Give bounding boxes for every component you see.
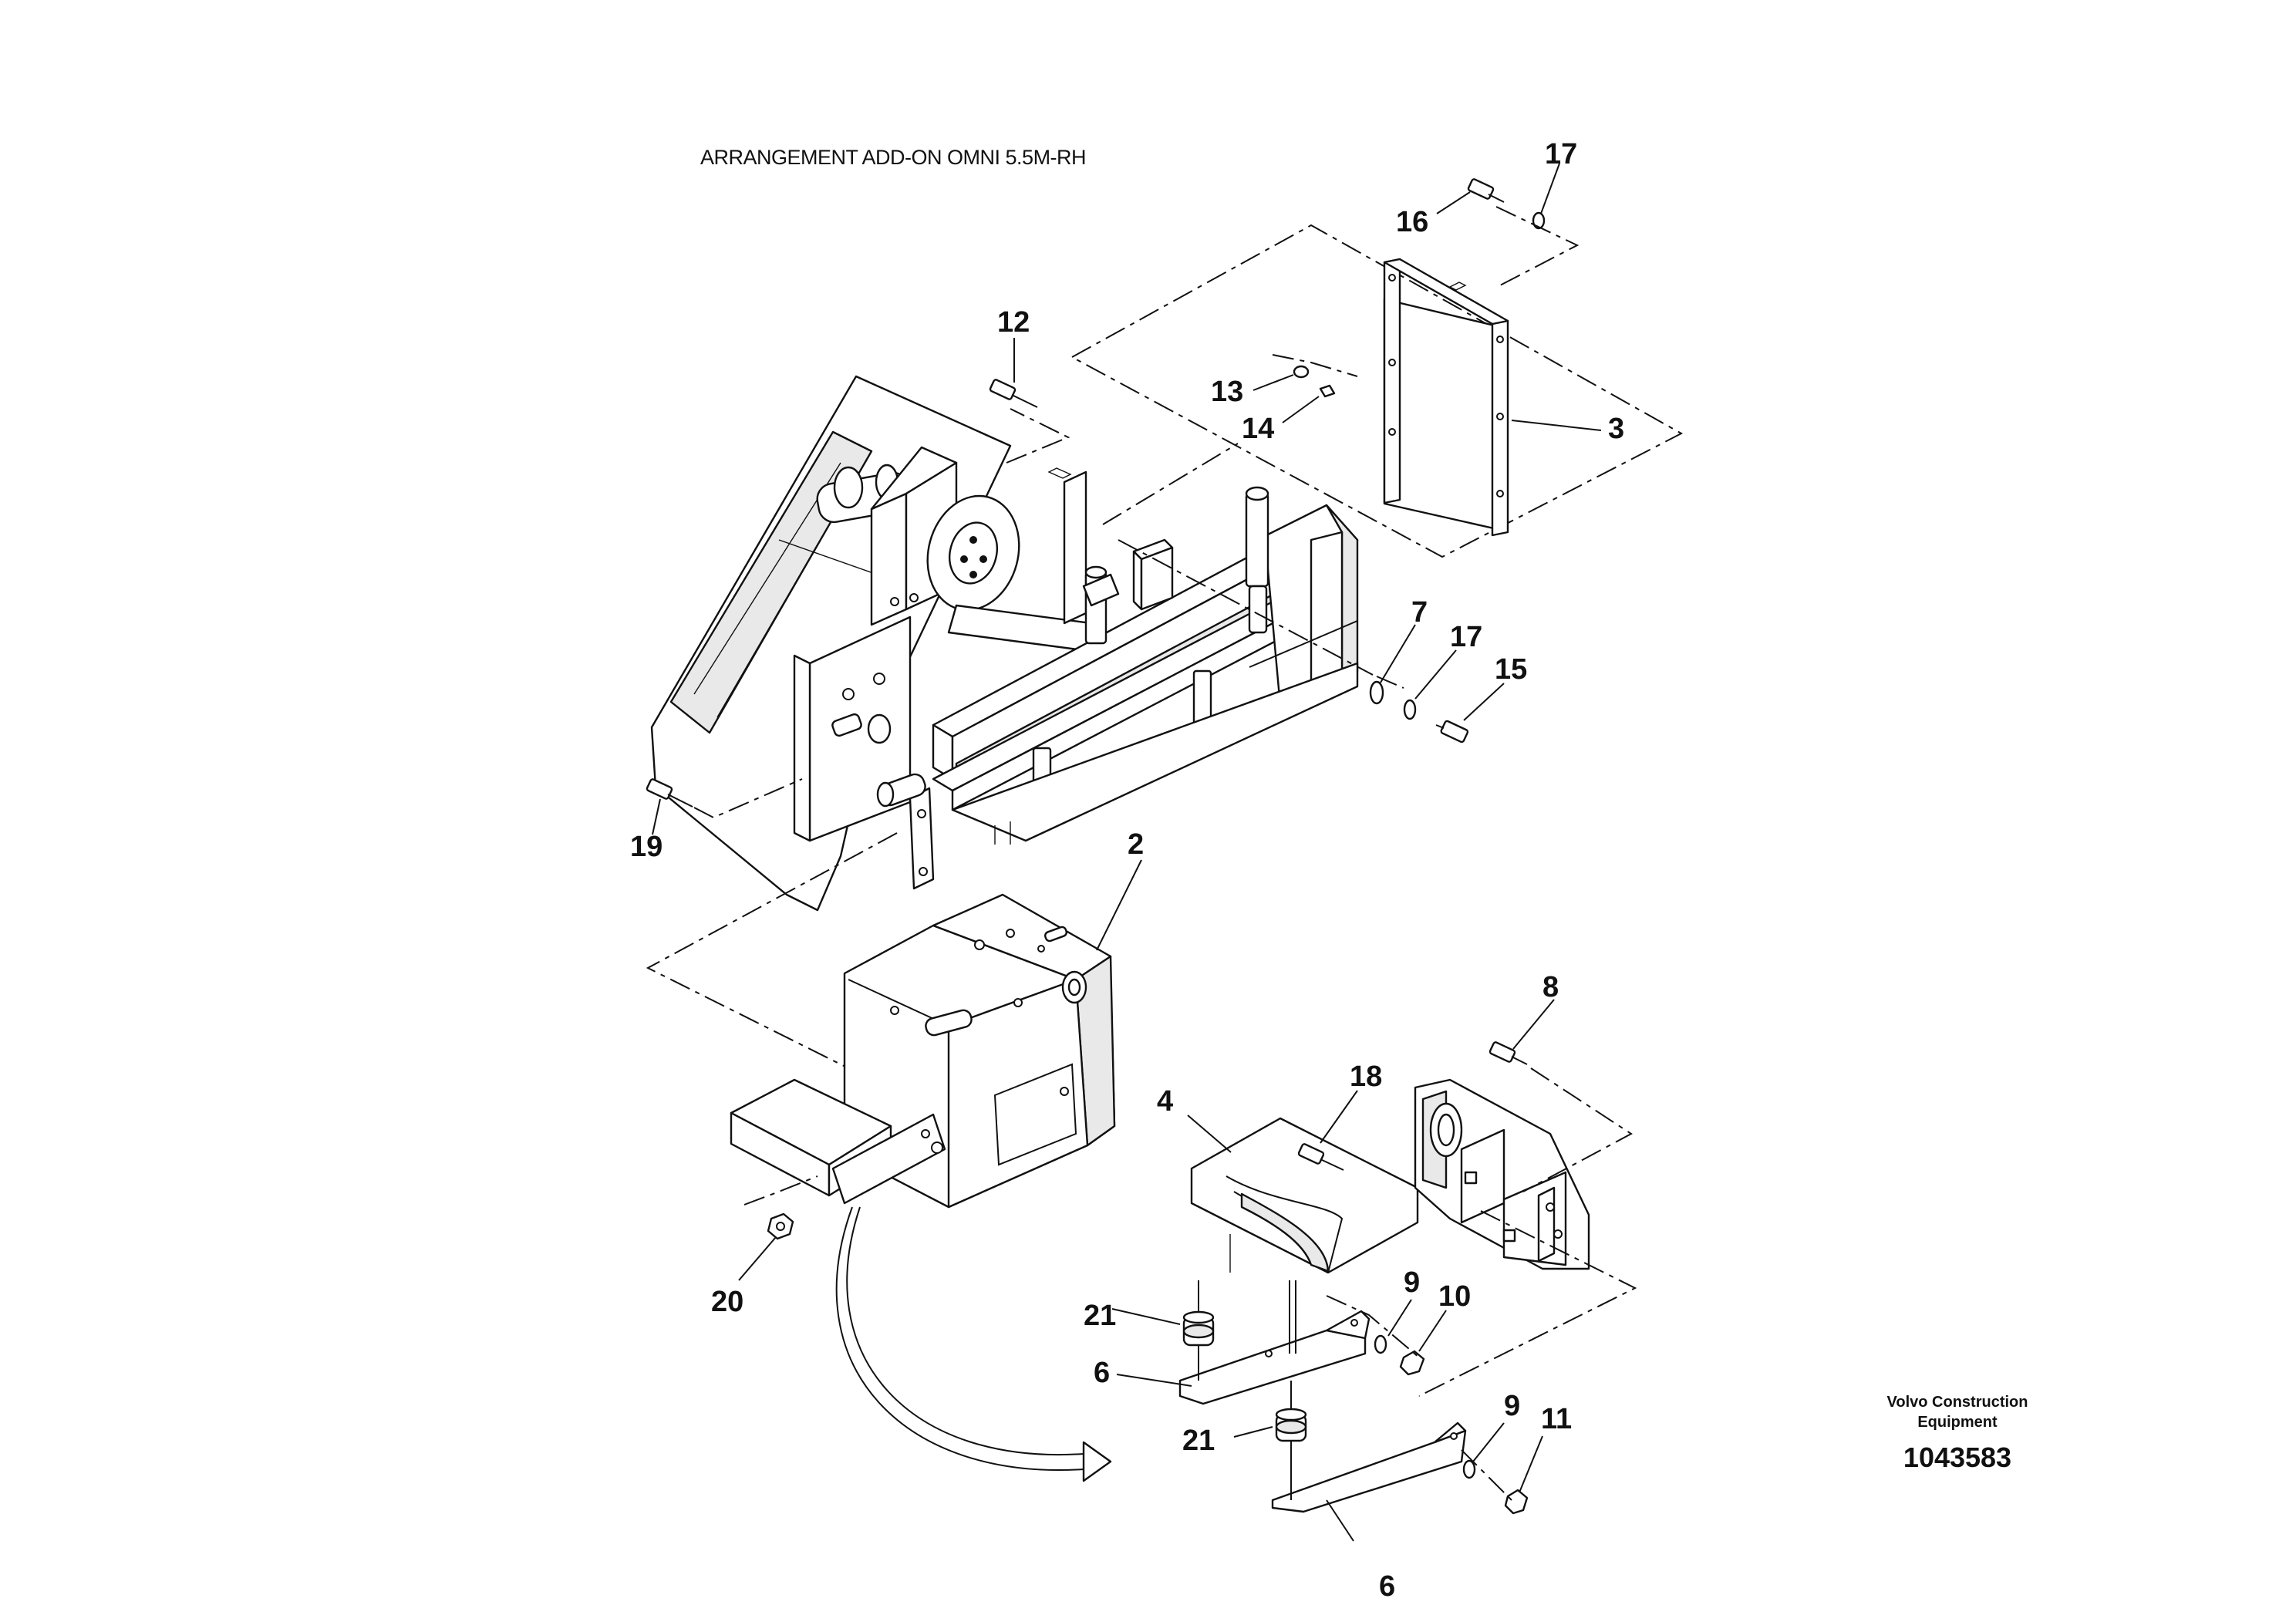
callout-8: 8 (1542, 971, 1559, 1003)
main-frame-assembly (650, 375, 1359, 912)
callout-16: 16 (1396, 206, 1428, 238)
bolt-19 (646, 778, 803, 835)
washer-7-17-bolt-15 (1369, 624, 1505, 744)
callout-2: 2 (1128, 828, 1144, 861)
bolt-8 (1489, 999, 1555, 1065)
bolt-12 (989, 338, 1038, 408)
brand-line-2: Equipment (1917, 1414, 1998, 1431)
diagram-title: ARRANGEMENT ADD-ON OMNI 5.5M-RH (700, 146, 1086, 169)
part-3-cover-plate (1070, 224, 1684, 558)
callout-17-right: 17 (1450, 621, 1482, 653)
callout-labels: 17 16 12 13 14 3 7 17 15 19 2 8 18 4 20 … (630, 138, 1624, 1603)
callout-15: 15 (1495, 653, 1527, 686)
nut-20 (738, 1175, 818, 1281)
bolt-18 (1297, 1090, 1358, 1171)
callout-20: 20 (711, 1286, 743, 1318)
callout-18: 18 (1350, 1061, 1382, 1093)
callout-14: 14 (1242, 413, 1274, 445)
callout-21-lower: 21 (1182, 1425, 1215, 1457)
callout-9-upper: 9 (1404, 1266, 1420, 1299)
part-2-gearbox-housing (730, 859, 1142, 1209)
brand-line-1: Volvo Construction (1887, 1394, 2028, 1411)
part-6-mount-bracket-lower (1233, 1381, 1543, 1542)
main-frame-dash-lines (1006, 408, 1404, 689)
right-bracket-dash-lines (1418, 1067, 1637, 1397)
callout-10: 10 (1438, 1280, 1471, 1313)
callout-3: 3 (1608, 413, 1624, 445)
washer-13-nut-14 (1253, 354, 1358, 423)
dash-frame-to-box (646, 832, 898, 1073)
callout-17-top: 17 (1545, 138, 1577, 170)
bolt-16-washer-17 (1436, 163, 1580, 286)
callout-13: 13 (1211, 376, 1243, 408)
callout-7: 7 (1411, 596, 1428, 629)
callout-21-upper: 21 (1084, 1300, 1116, 1332)
relocation-arrow (835, 1206, 1112, 1482)
brand-block: Volvo Construction Equipment 1043583 (1887, 1394, 2028, 1473)
callout-4: 4 (1157, 1085, 1173, 1118)
callout-11: 11 (1541, 1403, 1572, 1435)
part-4-cover (1187, 1114, 1419, 1274)
callout-6-upper: 6 (1094, 1357, 1110, 1389)
callout-9-lower: 9 (1504, 1390, 1520, 1422)
callout-12: 12 (997, 306, 1030, 339)
right-side-bracket (1414, 1078, 1590, 1270)
callout-19: 19 (630, 831, 663, 863)
document-number: 1043583 (1903, 1442, 2011, 1473)
part-6-mount-bracket-upper (1111, 1234, 1447, 1405)
callout-6-lower: 6 (1379, 1570, 1395, 1603)
